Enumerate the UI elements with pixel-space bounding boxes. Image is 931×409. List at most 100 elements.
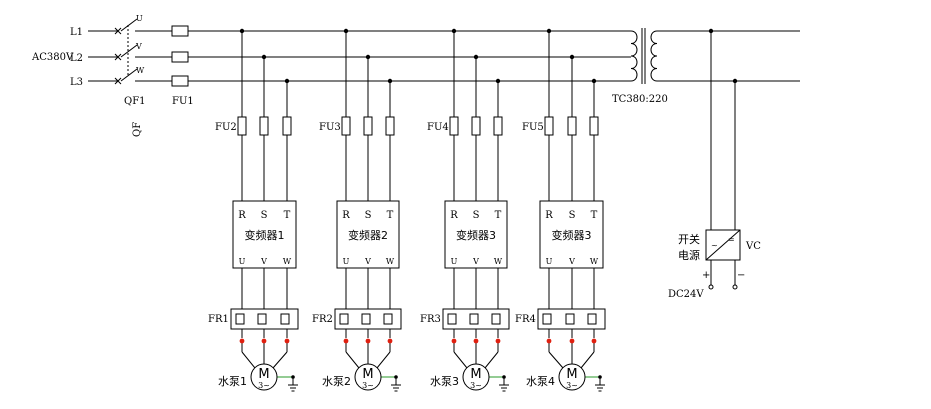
branch-1-fuse-1 xyxy=(238,117,246,135)
branch-1-fuse-3 xyxy=(283,117,291,135)
inverter-1-output-2: V xyxy=(260,257,267,266)
inverter-3-output-3: W xyxy=(494,257,503,266)
branch-1-terminal-dot-1 xyxy=(239,338,245,344)
bus-node-b4-2 xyxy=(569,54,575,60)
relay-2-element-3 xyxy=(384,314,392,324)
inverter-4-input-S: S xyxy=(569,210,576,221)
bus-node-b4-1 xyxy=(546,28,552,34)
bus-node-b3-1 xyxy=(451,28,457,34)
motor-1-lead-1b xyxy=(242,352,255,368)
main-breaker-side-label: QF xyxy=(132,122,143,137)
inverter-2-output-3: W xyxy=(386,257,395,266)
phase-name-u: U xyxy=(136,14,143,23)
motor-4-letter: M xyxy=(566,367,577,382)
inverter-2-label: 变频器2 xyxy=(348,228,388,242)
inverter-3-block xyxy=(445,201,507,268)
motor-4-circle xyxy=(559,364,585,390)
relay-3-element-1 xyxy=(448,314,456,324)
inverter-2-output-2: V xyxy=(364,257,371,266)
relay-1-element-1 xyxy=(236,314,244,324)
motor-3-letter: M xyxy=(470,367,481,382)
bus-node-b3-3 xyxy=(495,78,501,84)
branch-3-fuse-1 xyxy=(450,117,458,135)
motor-3-type: 3~ xyxy=(470,381,482,390)
psu-plus-label: + xyxy=(702,270,710,281)
motor-2-letter: M xyxy=(362,367,373,382)
branch-1-terminal-dot-2 xyxy=(261,338,267,344)
branch-3-terminal-dot-1 xyxy=(451,338,457,344)
motor-1-lead-3b xyxy=(273,352,287,368)
breaker-pole-blade-2 xyxy=(121,45,137,57)
inverter-3-input-T: T xyxy=(495,210,502,221)
inverter-3-output-1: U xyxy=(451,257,458,266)
branch-1-fuse-2 xyxy=(260,117,268,135)
relay-4-element-2 xyxy=(566,314,574,324)
inverter-1-block xyxy=(233,201,296,268)
motor-3-lead-3b xyxy=(485,352,498,368)
psu-label-line1: 开关 xyxy=(678,232,700,246)
inverter-1-output-3: W xyxy=(283,257,292,266)
branch-4-terminal-dot-2 xyxy=(569,338,575,344)
breaker-pole-cross-3 xyxy=(115,78,121,84)
branch-2-fuse-3 xyxy=(386,117,394,135)
breaker-pole-blade-3 xyxy=(121,69,137,81)
inverter-1-input-T: T xyxy=(284,210,291,221)
pump-3-label: 水泵3 xyxy=(430,375,459,388)
transformer-secondary-coil xyxy=(651,31,657,81)
phase-name-v: V xyxy=(135,42,142,51)
inverter-4-output-3: W xyxy=(590,257,599,266)
transformer-primary-coil xyxy=(631,31,637,81)
branch-4-fuse-label: FU5 xyxy=(522,122,544,133)
inverter-3-input-S: S xyxy=(473,210,480,221)
motor-3-lead-1b xyxy=(454,352,467,368)
psu-tap-node-2 xyxy=(732,78,738,84)
branch-4-fuse-1 xyxy=(545,117,553,135)
inverter-4-block xyxy=(540,201,603,268)
relay-1-frame xyxy=(231,309,298,329)
branch-4-terminal-dot-3 xyxy=(591,338,597,344)
psu-terminal-minus xyxy=(733,285,737,289)
branch-1-fuse-label: FU2 xyxy=(215,122,237,133)
main-fuse-3 xyxy=(172,76,188,86)
branch-3-fuse-label: FU4 xyxy=(427,122,449,133)
inverter-2-input-S: S xyxy=(365,210,372,221)
breaker-pole-blade-1 xyxy=(121,19,137,31)
main-fuse-2 xyxy=(172,52,188,62)
relay-3-element-3 xyxy=(492,314,500,324)
bus-node-b1-1 xyxy=(239,28,245,34)
transformer-label: TC380:220 xyxy=(612,94,668,105)
psu-terminal-plus xyxy=(709,285,713,289)
psu-label-line2: 电源 xyxy=(678,248,700,262)
branch-2-terminal-dot-2 xyxy=(365,338,371,344)
main-fuse-1 xyxy=(172,26,188,36)
inverter-2-block xyxy=(337,201,399,268)
branch-3-fuse-3 xyxy=(494,117,502,135)
motor-4-lead-3b xyxy=(581,352,594,368)
branch-2-fuse-1 xyxy=(342,117,350,135)
branch-3-terminal-dot-3 xyxy=(495,338,501,344)
pump-1-label: 水泵1 xyxy=(218,375,247,388)
inverter-2-input-R: R xyxy=(342,210,350,221)
relay-1-label: FR1 xyxy=(208,314,229,325)
inverter-1-label: 变频器1 xyxy=(245,228,285,242)
components-layer xyxy=(115,19,740,391)
phase-label-l2: L2 xyxy=(70,53,83,64)
psu-dc-label: DC24V xyxy=(668,289,704,300)
inverter-4-input-T: T xyxy=(591,210,598,221)
branch-1-terminal-dot-3 xyxy=(284,338,290,344)
psu-minus-label: − xyxy=(737,270,745,281)
psu-input-symbol: ~ xyxy=(711,241,718,250)
breaker-pole-cross-1 xyxy=(115,28,121,34)
inverter-1-input-S: S xyxy=(261,210,268,221)
branch-4-terminal-dot-1 xyxy=(546,338,552,344)
motor-2-ground-node xyxy=(394,375,398,379)
branch-4-fuse-3 xyxy=(590,117,598,135)
wiring-layer xyxy=(88,28,800,385)
relay-3-label: FR3 xyxy=(420,314,441,325)
pump-2-label: 水泵2 xyxy=(322,375,351,388)
relay-4-frame xyxy=(538,309,605,329)
inverter-1-input-R: R xyxy=(238,210,246,221)
motor-4-ground-node xyxy=(598,375,602,379)
branch-2-fuse-2 xyxy=(364,117,372,135)
inverter-3-output-2: V xyxy=(472,257,479,266)
